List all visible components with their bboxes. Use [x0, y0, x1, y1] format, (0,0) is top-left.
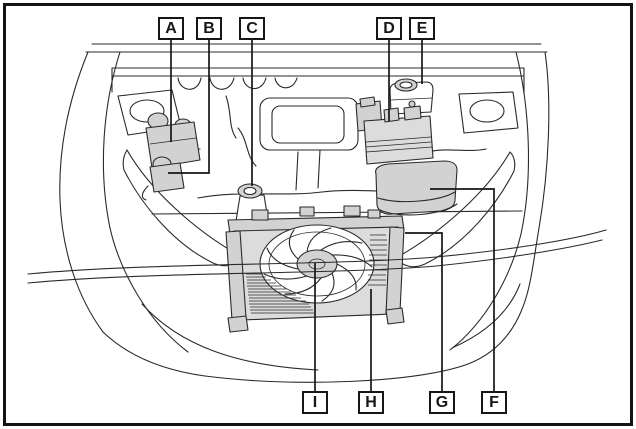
fan-hub	[296, 249, 338, 279]
callout-line-f	[430, 188, 495, 391]
callout-label-c: C	[239, 17, 265, 40]
battery-case	[363, 115, 434, 165]
battery	[355, 96, 434, 165]
cooling-fan	[259, 224, 375, 304]
reservoir-a-body	[145, 121, 201, 169]
reservoir-b-body	[149, 162, 185, 193]
callout-label-f: F	[481, 391, 507, 414]
reservoir-e	[389, 78, 434, 115]
callout-label-b: B	[196, 17, 222, 40]
radiator-fin-hatching-left	[246, 273, 314, 314]
bumper-beam-lines	[27, 229, 607, 284]
radiator-assembly	[225, 205, 405, 333]
callout-line-g	[405, 232, 443, 391]
callout-label-d: D	[376, 17, 402, 40]
callout-line-b	[168, 40, 210, 174]
car-body-outline	[59, 43, 550, 383]
callout-label-i: I	[302, 391, 328, 414]
callout-label-e: E	[409, 17, 435, 40]
right-strut-tower	[458, 91, 519, 134]
callout-label-h: H	[358, 391, 384, 414]
right-headlight	[395, 151, 516, 268]
callout-label-a: A	[158, 17, 184, 40]
fan-blades	[263, 227, 373, 302]
callout-label-g: G	[429, 391, 455, 414]
callout-lines	[168, 40, 495, 391]
fuse-box	[375, 160, 458, 216]
left-headlight	[122, 149, 243, 267]
radiator-fin-hatching-right	[368, 234, 387, 286]
coolant-reservoirs-left	[141, 112, 201, 201]
